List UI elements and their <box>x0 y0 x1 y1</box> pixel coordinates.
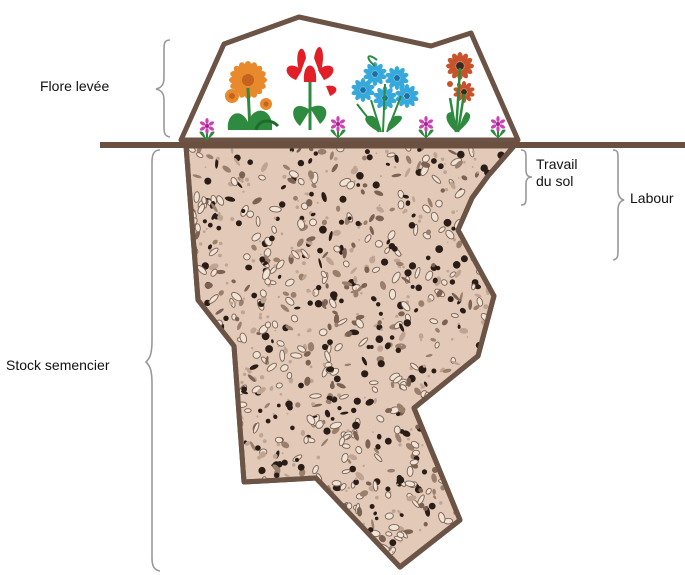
label-stock-semencier: Stock semencier <box>6 357 109 374</box>
brace-flore-levee <box>156 40 170 137</box>
label-travail-line2: du sol <box>536 173 578 190</box>
brace-labour <box>613 150 624 260</box>
ground-line <box>100 142 685 148</box>
label-flore-levee: Flore levée <box>40 78 109 95</box>
label-travail-du-sol: Travail du sol <box>536 156 578 190</box>
label-travail-line1: Travail <box>536 156 578 173</box>
brace-stock-semencier <box>146 150 160 571</box>
brace-travail-du-sol <box>521 150 532 205</box>
label-labour: Labour <box>630 190 674 207</box>
